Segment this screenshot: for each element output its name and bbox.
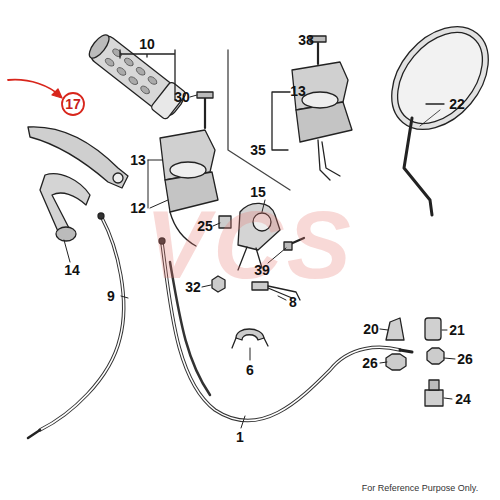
callout-number: 30	[174, 90, 190, 104]
callout-number: 8	[289, 295, 297, 309]
callout-number: 15	[250, 185, 266, 199]
callout-number: 22	[449, 97, 465, 111]
callout-number: 38	[298, 33, 314, 47]
note-text: For Reference Purpose Only.	[362, 484, 478, 493]
callout-number: 20	[363, 322, 379, 336]
callout-number: 13	[290, 84, 306, 98]
callout-number: 17	[65, 97, 81, 111]
callout-number: 9	[107, 289, 115, 303]
callout-number: 21	[449, 323, 465, 337]
callout-number: 13	[130, 153, 146, 167]
callout-number: 1	[236, 430, 244, 444]
callout-number: 10	[139, 37, 155, 51]
callout-number: 32	[185, 280, 201, 294]
callout-number: 14	[64, 263, 80, 277]
callout-number: 24	[455, 392, 471, 406]
callout-number: 6	[246, 363, 254, 377]
callout-number: 39	[254, 263, 270, 277]
watermark-logo: VCS	[145, 197, 354, 293]
callout-number: 12	[130, 201, 146, 215]
callout-number: 25	[197, 219, 213, 233]
callout-number: 35	[250, 143, 266, 157]
callout-number: 26	[362, 356, 378, 370]
callout-number: 26	[457, 352, 473, 366]
